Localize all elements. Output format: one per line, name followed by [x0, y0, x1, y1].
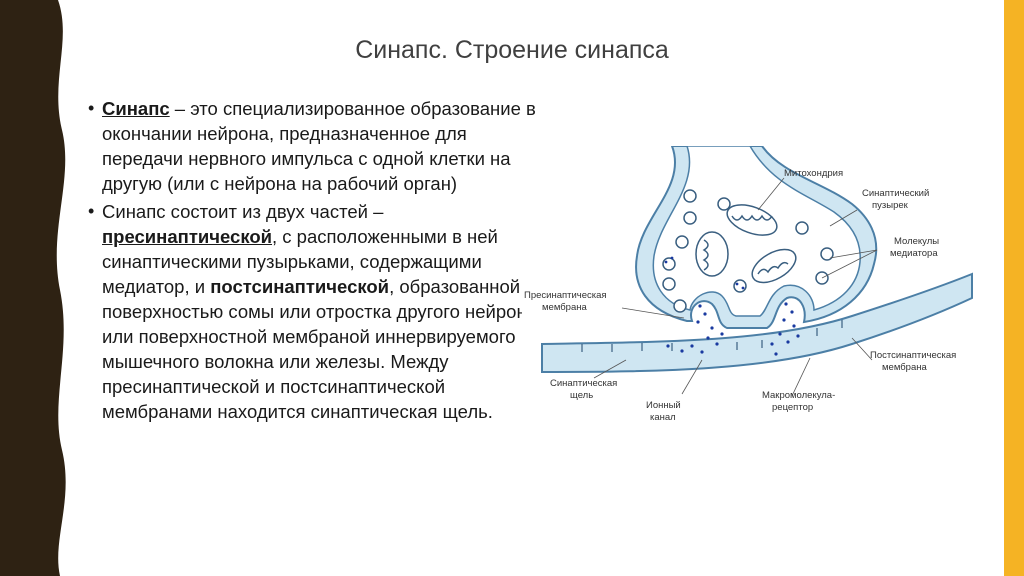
bullet-dot: •	[88, 98, 95, 118]
synaptic-vesicles	[662, 189, 834, 313]
label-presynaptic-1: Пресинаптическая	[524, 290, 607, 301]
structure-end: , образованной поверхностью сомы или отр…	[102, 276, 537, 422]
term-presynaptic: пресинаптической	[102, 226, 273, 247]
label-postsynaptic-1: Постсинаптическая	[870, 350, 956, 361]
bullet-structure: • Синапс состоит из двух частей – пресин…	[88, 199, 538, 424]
label-leaders	[593, 177, 878, 397]
term-synapse: Синапс	[102, 98, 170, 119]
label-receptor-2: рецептор	[772, 402, 813, 413]
label-vesicle-1: Синаптический	[862, 188, 929, 199]
label-channel-1: Ионный	[646, 400, 681, 411]
left-decorative-band	[0, 0, 66, 576]
label-mediator-1: Молекулы	[894, 236, 939, 247]
label-cleft-1: Синаптическая	[550, 378, 617, 389]
slide-body: • Синапс – это специализированное образо…	[88, 96, 538, 427]
label-presynaptic-2: мембрана	[542, 302, 587, 313]
postsynaptic-band	[541, 272, 973, 374]
mitochondria	[695, 204, 797, 284]
receptor-ticks	[581, 320, 843, 352]
label-receptor-1: Макромолекула-	[762, 390, 835, 401]
definition-text: – это специализированное образование в о…	[102, 98, 536, 194]
term-postsynaptic: постсинаптической	[210, 276, 390, 297]
label-cleft-2: щель	[570, 390, 593, 401]
slide-title: Синапс. Строение синапса	[355, 36, 669, 64]
bullet-dot: •	[88, 201, 95, 221]
bullet-definition: • Синапс – это специализированное образо…	[88, 96, 538, 196]
structure-mid: , с расположенными в ней синаптическими …	[102, 226, 498, 297]
structure-intro: Синапс состоит из двух частей –	[102, 201, 384, 222]
label-mediator-2: медиатора	[890, 248, 938, 259]
right-accent-bar	[1004, 0, 1024, 576]
label-mitochondria: Митохондрия	[784, 168, 843, 179]
label-postsynaptic-2: мембрана	[882, 362, 927, 373]
label-vesicle-2: пузырек	[872, 200, 909, 211]
synapse-diagram: Митохондрия Синаптический пузырек Молеку…	[522, 146, 982, 434]
label-channel-2: канал	[650, 412, 676, 423]
mediator-molecules	[664, 256, 800, 356]
